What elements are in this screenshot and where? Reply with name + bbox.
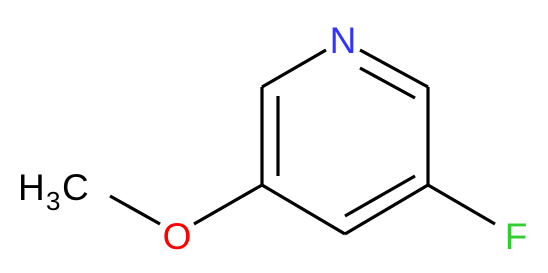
atom-fluorine: F xyxy=(505,216,528,257)
bond-n-c6 xyxy=(359,48,429,89)
methyl-subscript: 3 xyxy=(46,186,60,216)
bond-c5-f xyxy=(427,183,496,226)
bond-n-c6-inner xyxy=(359,66,416,100)
bond-c4-c3 xyxy=(261,183,346,236)
bond-c2-n xyxy=(261,48,327,89)
atom-nitrogen: N xyxy=(330,20,357,61)
methyl-c: C xyxy=(62,167,89,208)
bond-o-ch3 xyxy=(109,194,161,226)
methyl-h: H xyxy=(18,167,45,208)
atom-oxygen: O xyxy=(163,216,192,257)
bond-c3-o xyxy=(193,183,263,226)
bond-c5-c4-inner xyxy=(344,174,416,218)
bond-c5-c4 xyxy=(344,183,429,236)
